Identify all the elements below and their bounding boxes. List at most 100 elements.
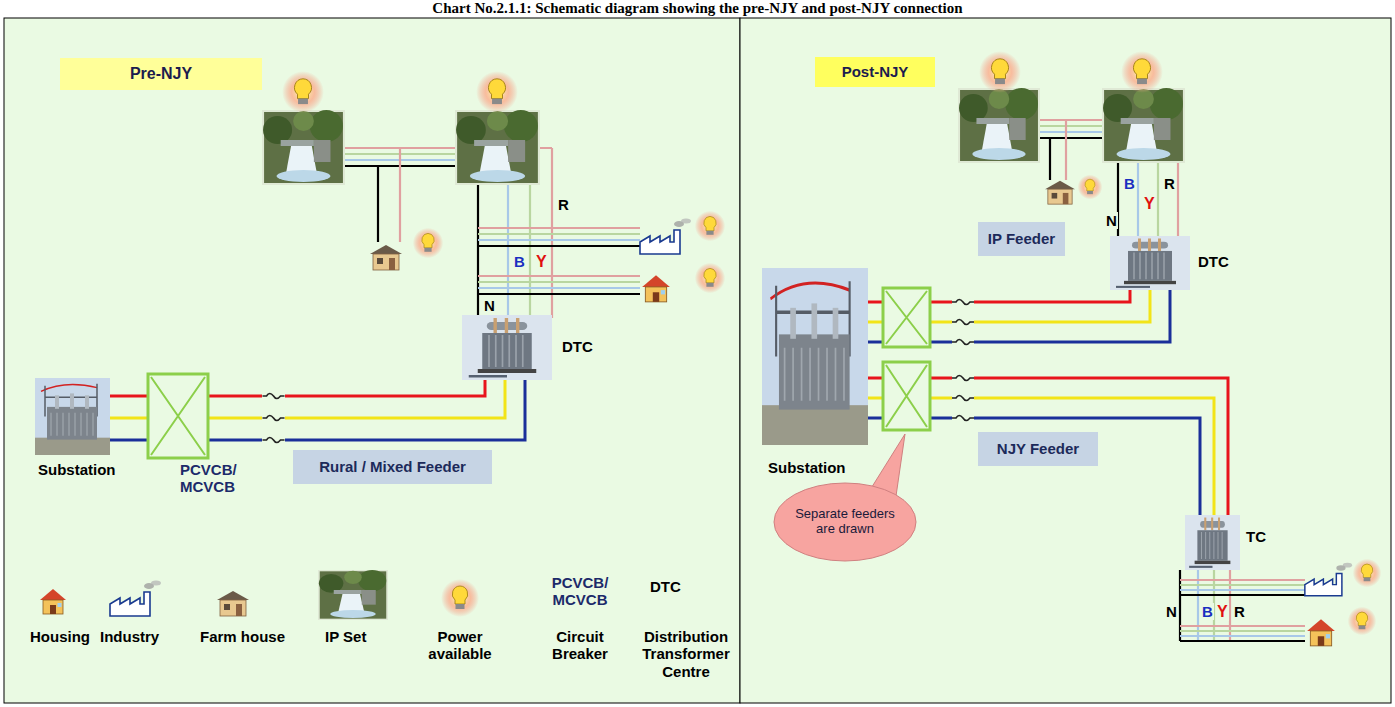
art-path bbox=[1180, 584, 1305, 586]
label-wrap: R bbox=[557, 196, 570, 213]
chart-title: Chart No.2.1.1: Schematic diagram showin… bbox=[0, 0, 1395, 17]
label-wrap: R bbox=[1233, 603, 1246, 620]
legend-entry: Farm house bbox=[200, 628, 285, 645]
circuit-breaker bbox=[148, 374, 208, 458]
farm-house-icon bbox=[1045, 181, 1075, 204]
ip-set-icon bbox=[262, 110, 345, 185]
art-path bbox=[868, 418, 1200, 515]
switch bbox=[952, 376, 974, 381]
industry-icon bbox=[640, 219, 691, 255]
switch bbox=[263, 394, 285, 399]
transformer-icon bbox=[1185, 515, 1240, 570]
farm-house-icon bbox=[370, 245, 402, 270]
legend-sample: DTC bbox=[650, 578, 681, 595]
art-path bbox=[478, 275, 640, 277]
callout-bubble: Separate feeders are drawn bbox=[773, 482, 917, 562]
label-wrap: Y bbox=[535, 253, 548, 271]
house-icon bbox=[1307, 619, 1335, 646]
label-wrap: TC bbox=[1246, 528, 1266, 545]
art-path bbox=[478, 245, 640, 247]
label-wrap: DTC bbox=[1198, 253, 1229, 270]
label-wrap: PCVCB/ MCVCB bbox=[180, 461, 260, 496]
label-wrap: B bbox=[1201, 603, 1214, 620]
node-text: Rural / Mixed Feeder bbox=[319, 458, 466, 475]
art-path bbox=[1180, 594, 1305, 596]
label-wrap: R bbox=[1163, 175, 1176, 192]
art-path bbox=[478, 239, 640, 241]
bulb-icon bbox=[441, 579, 479, 617]
switch bbox=[952, 320, 974, 325]
bulb-icon bbox=[695, 211, 725, 241]
panel-post bbox=[740, 18, 1391, 703]
art-path bbox=[478, 293, 640, 295]
component-label: PCVCB/ MCVCB bbox=[180, 461, 260, 496]
label-wrap: Y bbox=[1143, 195, 1156, 213]
label-wrap: N bbox=[483, 297, 496, 314]
phase-label: Y bbox=[1143, 195, 1156, 213]
phase-label: Y bbox=[535, 253, 548, 271]
switch bbox=[952, 396, 974, 401]
phase-label: B bbox=[513, 253, 526, 270]
art-path bbox=[1049, 138, 1051, 180]
substation-icon bbox=[762, 268, 868, 445]
art-path bbox=[478, 227, 640, 229]
node-text: Separate feeders are drawn bbox=[786, 507, 904, 537]
component-label: TC bbox=[1246, 528, 1266, 545]
art-path bbox=[1180, 579, 1305, 581]
art-path bbox=[886, 291, 927, 344]
art-path bbox=[1180, 625, 1305, 627]
legend-label: Distribution Transformer Centre bbox=[636, 628, 736, 680]
bulb-icon bbox=[979, 51, 1021, 93]
ip-set-icon bbox=[1102, 88, 1185, 163]
art-path bbox=[478, 287, 640, 289]
house-icon bbox=[642, 275, 670, 302]
panel-heading: Pre-NJY bbox=[60, 58, 262, 90]
component-label: Substation bbox=[38, 461, 116, 478]
legend-label: Farm house bbox=[200, 628, 285, 645]
switch bbox=[263, 416, 285, 421]
legend-label: Housing bbox=[30, 628, 90, 645]
node-text: IP Feeder bbox=[988, 230, 1055, 247]
art-path bbox=[399, 148, 401, 242]
callout-ellipse-shape bbox=[774, 483, 916, 561]
switch bbox=[263, 438, 285, 443]
farm-house-icon bbox=[217, 591, 249, 616]
art-rect bbox=[883, 288, 930, 347]
label-wrap: DTC bbox=[562, 338, 593, 355]
circuit-breaker bbox=[883, 288, 930, 347]
ip-set-icon bbox=[958, 88, 1040, 163]
title-wrap: Chart No.2.1.1: Schematic diagram showin… bbox=[0, 0, 1395, 17]
component-label: DTC bbox=[1198, 253, 1229, 270]
node-text: NJY Feeder bbox=[997, 440, 1079, 457]
bulb-icon bbox=[1353, 559, 1382, 588]
label-wrap: Substation bbox=[38, 461, 116, 478]
transformer-icon bbox=[1110, 236, 1190, 290]
legend-label: Industry bbox=[100, 628, 159, 645]
art-path bbox=[1065, 120, 1067, 180]
feeder-label-box: IP Feeder bbox=[978, 222, 1065, 256]
art-path bbox=[478, 233, 640, 235]
ip-set-icon bbox=[455, 110, 540, 185]
art-path bbox=[1180, 589, 1305, 591]
phase-label: N bbox=[1105, 212, 1118, 229]
legend-label: IP Set bbox=[325, 628, 366, 645]
phase-label: N bbox=[483, 297, 496, 314]
industry-icon bbox=[1305, 563, 1352, 596]
node-text: Pre-NJY bbox=[130, 65, 192, 83]
legend-entry: Distribution Transformer Centre bbox=[636, 628, 736, 680]
phase-label: B bbox=[1201, 603, 1214, 620]
art-path bbox=[1180, 630, 1305, 632]
label-wrap: N bbox=[1105, 212, 1118, 229]
feeder-label-box: NJY Feeder bbox=[978, 432, 1098, 466]
label-wrap: PCVCB/ MCVCB bbox=[538, 574, 622, 609]
label-wrap: B bbox=[1123, 175, 1136, 192]
substation-icon bbox=[35, 378, 110, 455]
art-path bbox=[377, 166, 379, 242]
label-wrap: Y bbox=[1216, 603, 1229, 621]
legend-entry: Housing bbox=[30, 628, 90, 645]
legend-entry: IP Set bbox=[325, 628, 366, 645]
art-rect bbox=[883, 362, 930, 430]
bulb-icon bbox=[282, 71, 324, 113]
